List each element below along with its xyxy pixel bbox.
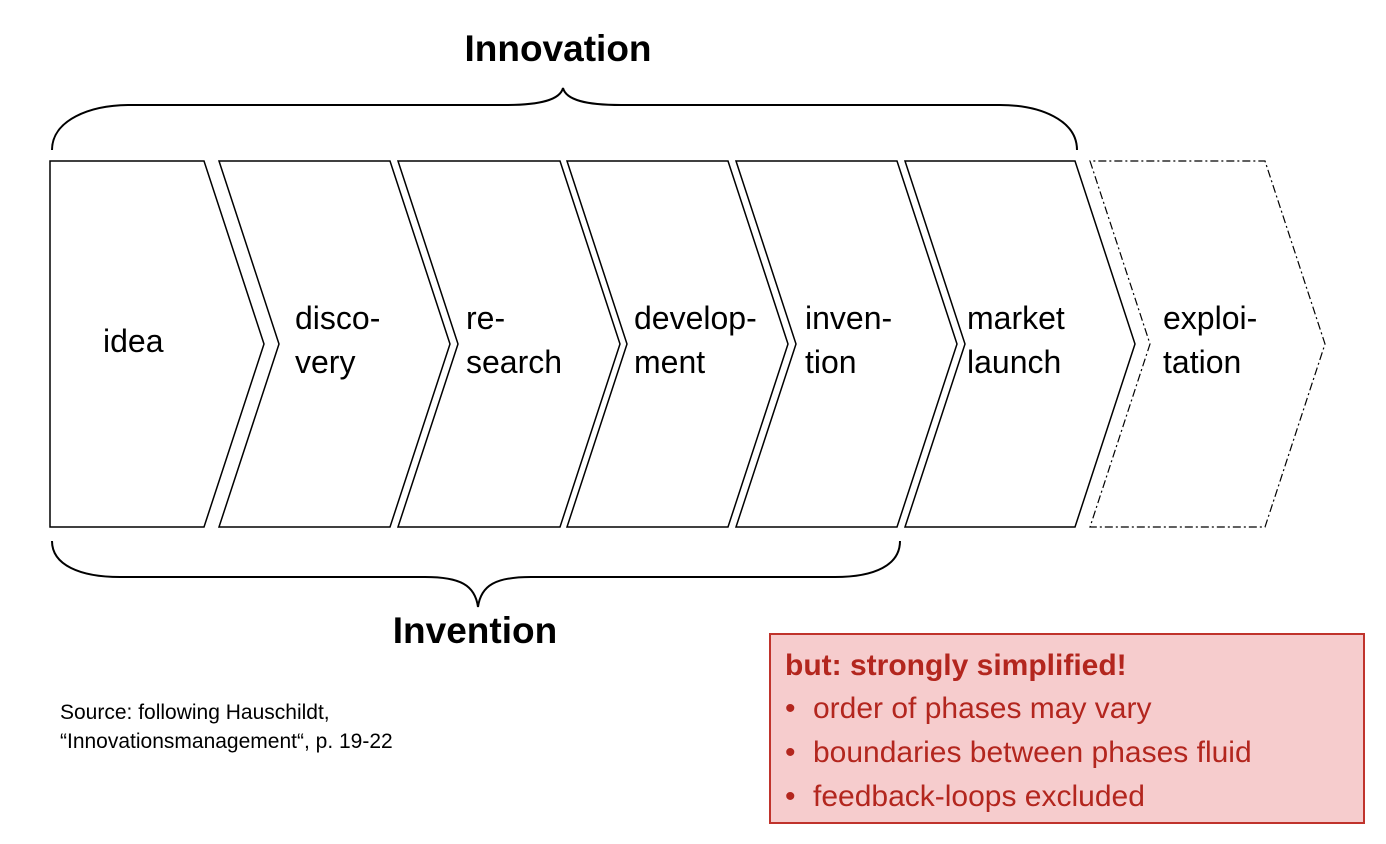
- phase-label: very: [295, 344, 355, 380]
- phase-label: ment: [634, 344, 705, 380]
- phase-label: disco-: [295, 300, 380, 336]
- phase-label: tion: [805, 344, 857, 380]
- bullet: •: [785, 692, 796, 725]
- bullet: •: [785, 780, 796, 813]
- phase-chevron-4: [734, 160, 958, 528]
- source-line-1: Source: following Hauschildt,: [60, 701, 330, 724]
- phase-chevron-0: [49, 160, 265, 528]
- phase-chevron-5: [903, 160, 1136, 528]
- phase-label: re-: [466, 300, 505, 336]
- note-item: •boundaries between phases fluid: [785, 731, 1363, 775]
- phase-chevron-1: [217, 160, 451, 528]
- phase-chevron-2: [396, 160, 621, 528]
- phase-label: search: [466, 344, 562, 380]
- innovation-brace: [51, 87, 1078, 151]
- phase-label: develop-: [634, 300, 757, 336]
- note-title: but: strongly simplified!: [785, 649, 1127, 682]
- phase-label: tation: [1163, 344, 1241, 380]
- phase-label: exploi-: [1163, 300, 1257, 336]
- innovation-label: Innovation: [464, 28, 652, 69]
- bullet: •: [785, 736, 796, 769]
- simplification-note: but: strongly simplified! •order of phas…: [769, 633, 1365, 824]
- phase-label: idea: [103, 323, 164, 359]
- phase-label: inven-: [805, 300, 892, 336]
- source-citation: Source: following Hauschildt, “Innovatio…: [60, 698, 393, 756]
- note-item: •feedback-loops excluded: [785, 775, 1363, 819]
- invention-label: Invention: [392, 610, 558, 651]
- phase-chevron-3: [565, 160, 789, 528]
- invention-brace: [51, 540, 901, 608]
- note-item: •order of phases may vary: [785, 687, 1363, 731]
- phase-label: launch: [967, 344, 1061, 380]
- phase-label: market: [967, 300, 1065, 336]
- phase-chevron-6: [1089, 160, 1326, 528]
- source-line-2: “Innovationsmanagement“, p. 19-22: [60, 730, 393, 753]
